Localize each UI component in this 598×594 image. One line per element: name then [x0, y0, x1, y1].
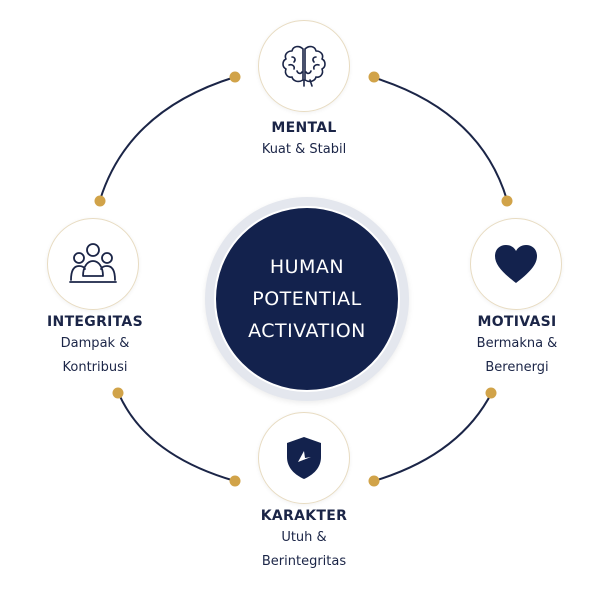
karakter-subtitle-line-2: Berintegritas	[261, 554, 347, 569]
mental-badge	[258, 20, 350, 112]
motivasi-badge	[470, 218, 562, 310]
people-group-icon	[69, 243, 117, 283]
dot	[485, 387, 497, 399]
integritas-subtitle-line-2: Kontribusi	[62, 360, 128, 375]
motivasi-subtitle-line-1: Bermakna &	[476, 336, 558, 351]
dot	[501, 195, 513, 207]
dot	[229, 71, 241, 83]
mental-subtitle: Kuat & Stabil	[261, 142, 347, 157]
integritas-title: INTEGRITAS	[47, 314, 143, 330]
integritas-badge	[47, 218, 139, 310]
mental-title: MENTAL	[271, 120, 337, 136]
arc-mental-motivasi	[371, 76, 508, 201]
mental-label: MENTAL Kuat & Stabil	[224, 118, 384, 162]
heart-icon	[495, 245, 537, 283]
dot	[368, 71, 380, 83]
center-title-line-1: HUMAN	[269, 256, 345, 278]
shield-icon	[287, 437, 321, 479]
integritas-label: INTEGRITAS Dampak & Kontribusi	[20, 312, 170, 380]
arc-karakter-integritas	[117, 391, 236, 482]
karakter-title: KARAKTER	[260, 508, 348, 524]
dot	[368, 475, 380, 487]
arc-integritas-mental	[99, 76, 236, 201]
integritas-subtitle-line-1: Dampak &	[60, 336, 130, 351]
center-title-line-2: POTENTIAL	[252, 288, 362, 310]
karakter-label: KARAKTER Utuh & Berintegritas	[224, 506, 384, 574]
motivasi-label: MOTIVASI Bermakna & Berenergi	[444, 312, 590, 380]
arc-motivasi-karakter	[373, 391, 493, 482]
karakter-subtitle-line-1: Utuh &	[281, 530, 327, 545]
brain-icon	[282, 45, 326, 87]
motivasi-subtitle-line-2: Berenergi	[485, 360, 549, 375]
dot	[112, 387, 124, 399]
center-title-line-3: ACTIVATION	[248, 320, 366, 342]
dot	[94, 195, 106, 207]
motivasi-title: MOTIVASI	[477, 314, 557, 330]
center-hub: HUMAN POTENTIAL ACTIVATION	[205, 197, 409, 401]
center-hub-inner: HUMAN POTENTIAL ACTIVATION	[214, 206, 400, 392]
karakter-badge	[258, 412, 350, 504]
dot	[229, 475, 241, 487]
